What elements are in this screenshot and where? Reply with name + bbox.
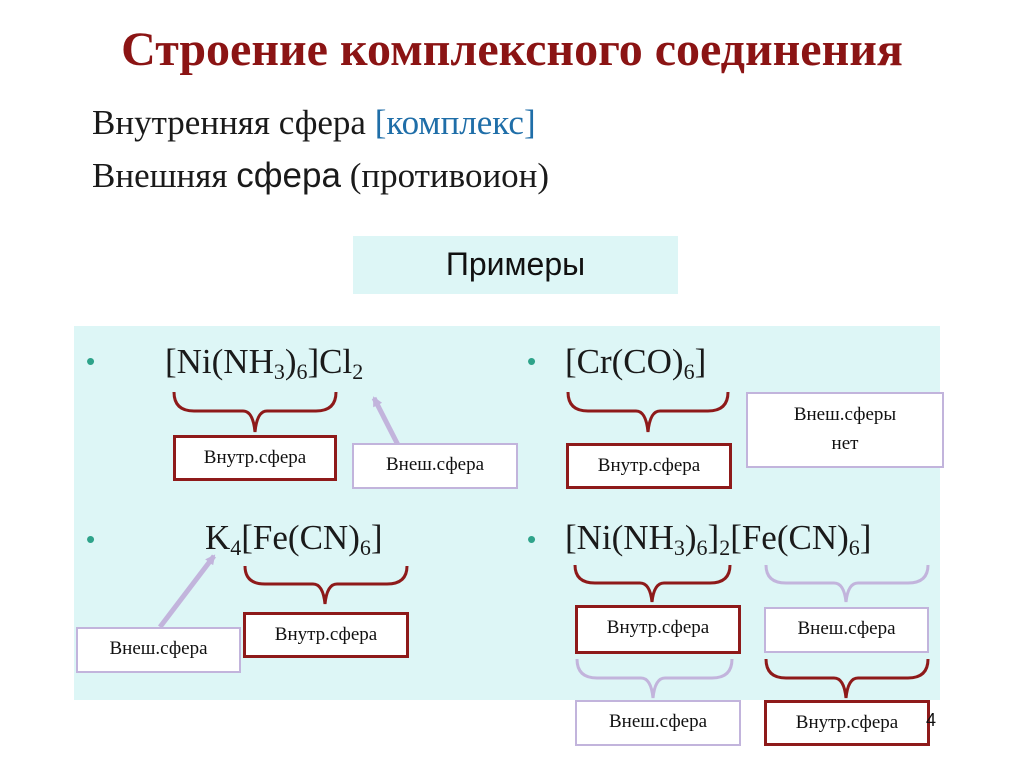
label-inner-1: Внутр.сфера [173, 435, 337, 481]
label-outer-1: Внеш.сфера [352, 443, 518, 489]
examples-header: Примеры [353, 236, 678, 294]
label-no-outer-line1: Внеш.сферы [793, 404, 897, 425]
label-outer-4a: Внеш.сфера [764, 607, 929, 653]
arrow-outer-1 [371, 396, 401, 447]
brace-outer-4b [575, 658, 734, 699]
brace-inner-3 [243, 565, 409, 605]
label-outer-3: Внеш.сфера [76, 627, 241, 673]
outer-sphere-text-c: (противоион) [349, 156, 550, 195]
brace-inner-4b [764, 658, 930, 699]
bullet-2: • [527, 346, 537, 376]
formula-ni-nh3-fe-cn: [Ni(NH3)6]2[Fe(CN)6] [565, 518, 872, 560]
label-inner-3: Внутр.сфера [243, 612, 409, 658]
bullet-3: • [86, 524, 96, 554]
outer-sphere-text-a: Внешняя [92, 156, 228, 195]
formula-cr-co: [Cr(CO)6] [565, 342, 707, 384]
label-no-outer-line2: нет [831, 433, 859, 454]
brace-inner-1 [172, 391, 338, 433]
label-inner-4a: Внутр.сфера [575, 605, 741, 654]
examples-label: Примеры [445, 246, 586, 282]
slide-title: Строение комплексного соединения [121, 23, 903, 76]
label-inner-4b: Внутр.сфера [764, 700, 930, 746]
outer-sphere-text-b: сфера [236, 156, 341, 195]
bullet-1: • [86, 346, 96, 376]
bullet-4: • [527, 524, 537, 554]
brace-inner-4a [573, 564, 732, 603]
brace-inner-2 [566, 391, 730, 433]
page-number: 4 [926, 710, 937, 730]
label-outer-4b: Внеш.сфера [575, 700, 741, 746]
inner-sphere-text: Внутренняя сфера [92, 103, 366, 142]
inner-sphere-bracket: [комплекс] [374, 103, 536, 142]
formula-ni-nh3-cl: [Ni(NH3)6]Cl2 [165, 342, 364, 384]
outer-sphere-definition: Внешняя сфера (противоион) [92, 156, 549, 196]
brace-outer-4a [764, 564, 930, 603]
formula-k-fe-cn: K4[Fe(CN)6] [205, 518, 383, 560]
arrow-outer-3 [158, 554, 216, 629]
label-no-outer-sphere: Внеш.сферы нет [746, 392, 944, 468]
label-inner-2: Внутр.сфера [566, 443, 732, 489]
inner-sphere-definition: Внутренняя сфера [комплекс] [92, 103, 536, 143]
